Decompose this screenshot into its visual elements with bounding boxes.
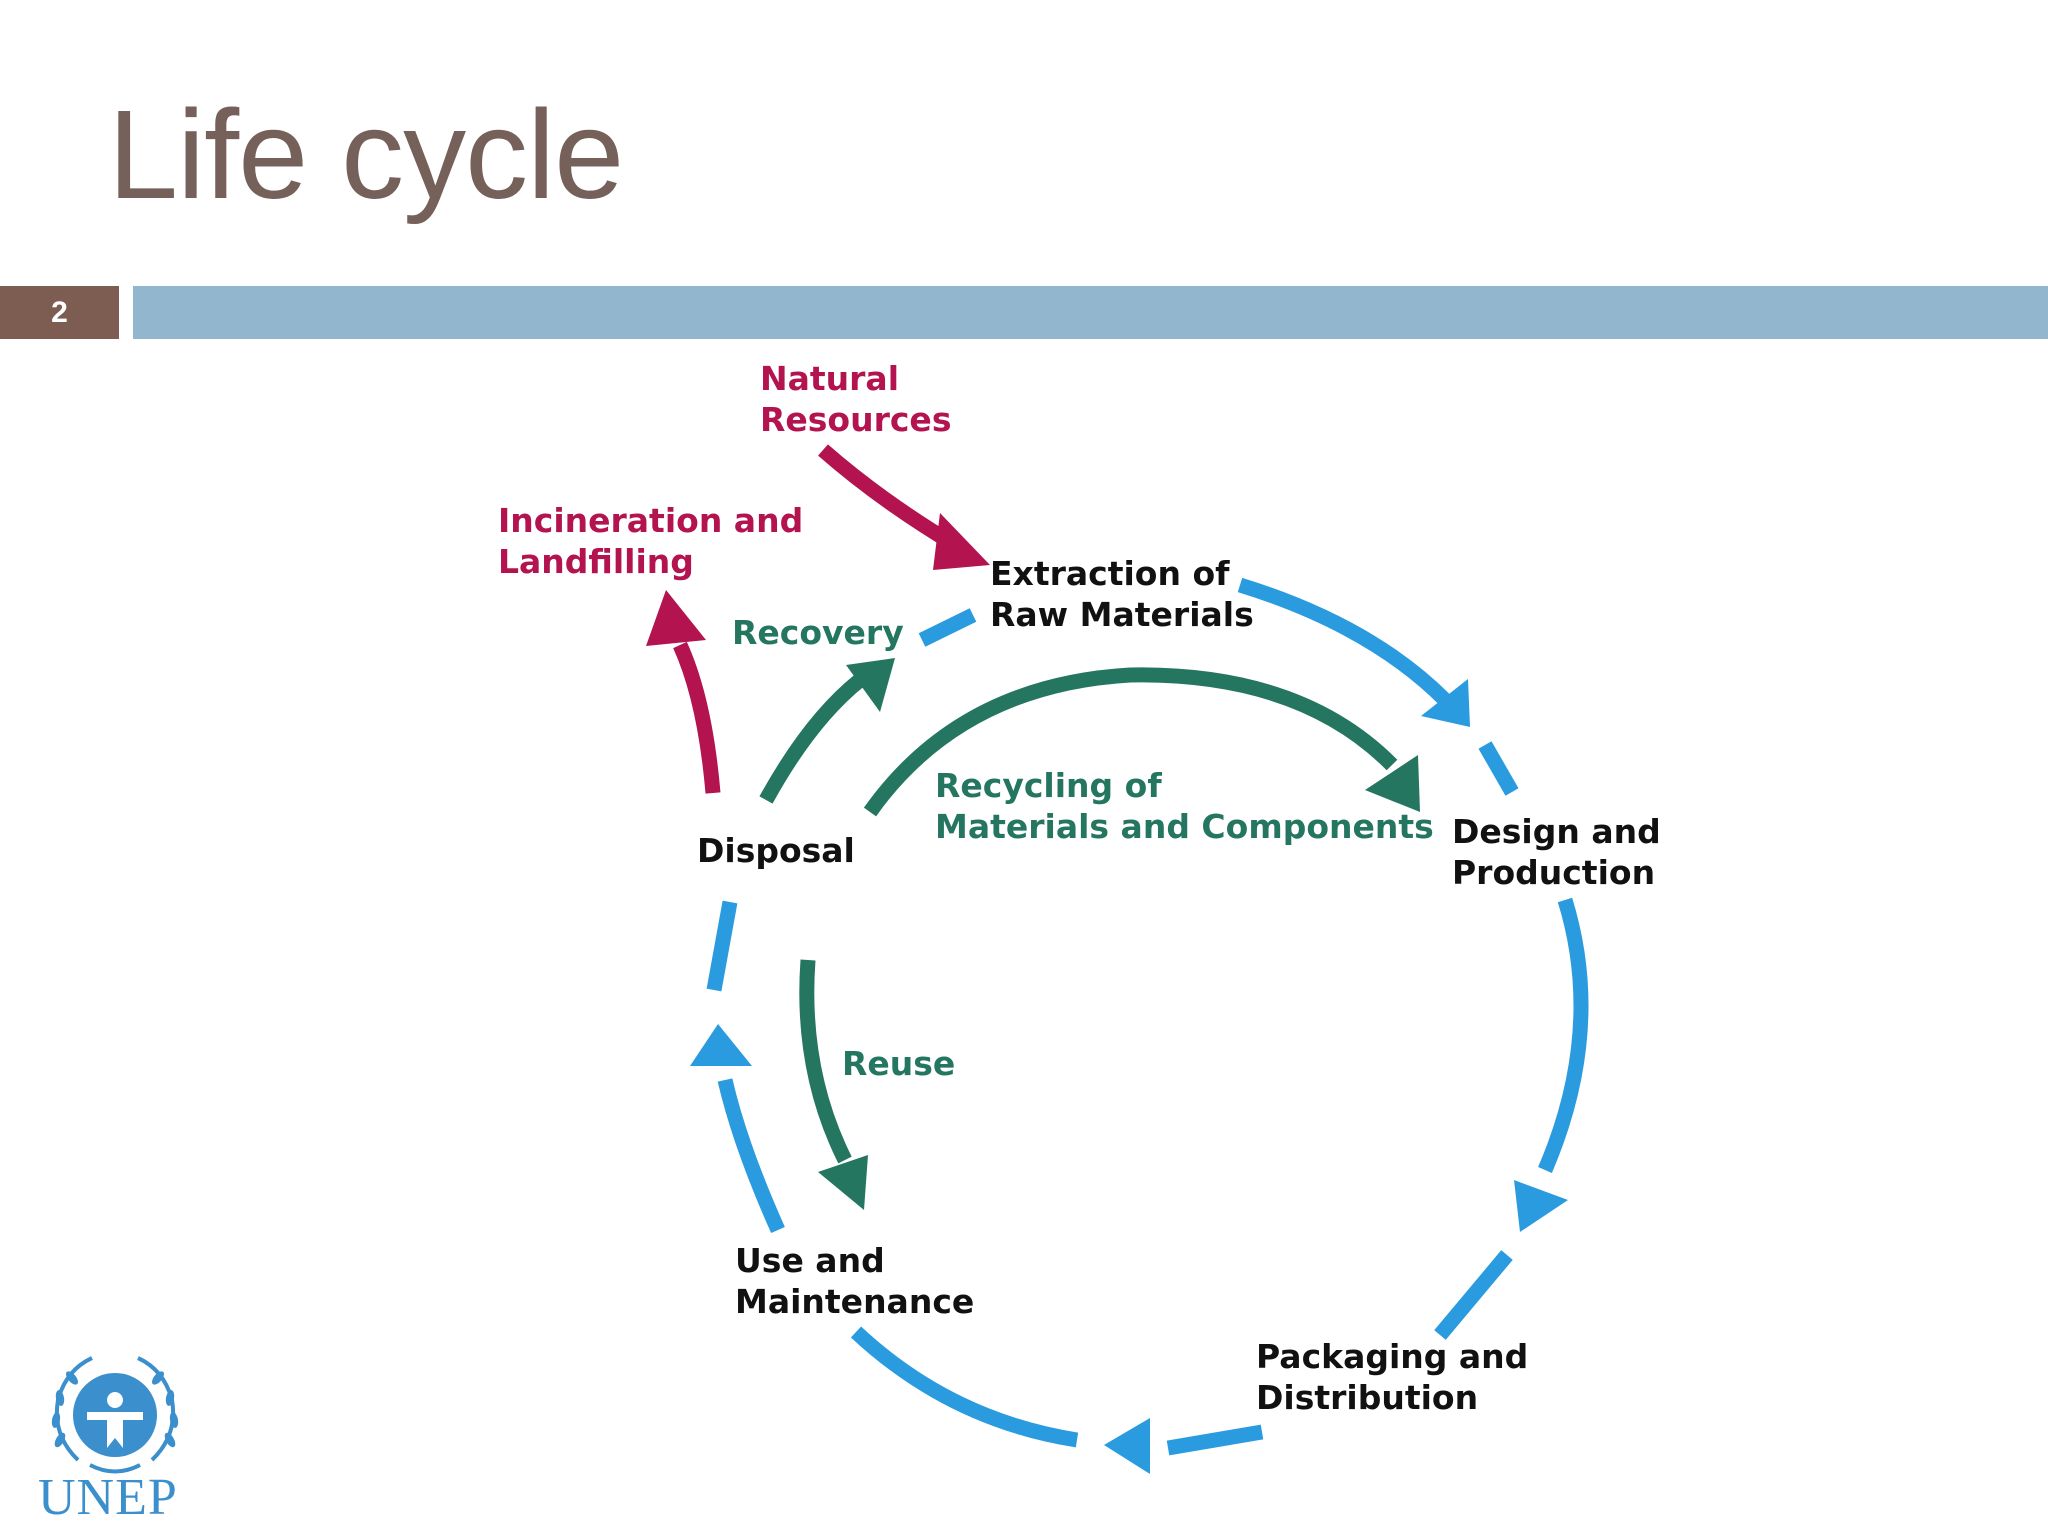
slide-title: Life cycle: [108, 84, 624, 225]
cycle-arc-packaging-to-use: [1166, 1424, 1264, 1456]
recycling-arrowhead: [1365, 755, 1420, 812]
label-natural-resources: Natural Resources: [760, 359, 951, 439]
cycle-arrowheads: [690, 679, 1568, 1474]
arrowhead-to-use: [1104, 1418, 1150, 1474]
incineration-arrow-shaft: [673, 641, 721, 794]
stage-label-extraction: Extraction of Raw Materials: [990, 554, 1254, 634]
cycle-dash-recovery-to-extraction: [918, 608, 977, 647]
label-recycling: Recycling of Materials and Components: [935, 766, 1434, 846]
recovery-arrowhead: [846, 658, 895, 712]
loop-arrows: [759, 658, 1420, 1210]
cycle-dash-disposal-bottom: [706, 900, 738, 992]
arrowhead-to-design: [1421, 679, 1470, 727]
unep-logo-text: UNEP: [38, 1469, 178, 1526]
cycle-arc-design-to-packaging: [1538, 897, 1589, 1173]
natural-resources-arrowhead: [933, 513, 990, 570]
cycle-dash-packaging-top: [1434, 1250, 1513, 1340]
arrowhead-to-packaging: [1514, 1180, 1568, 1232]
cycle-arc-bottom: [850, 1326, 1079, 1448]
label-reuse: Reuse: [842, 1044, 955, 1083]
header-bar: [133, 286, 2048, 339]
reuse-arrow-shaft: [799, 959, 852, 1164]
cycle-arc-extraction-to-design: [1237, 577, 1451, 706]
un-laurel-emblem-icon: [51, 1356, 179, 1474]
recovery-arrow-shaft: [759, 674, 865, 804]
label-incineration-landfilling: Incineration and Landfilling: [498, 501, 815, 581]
recycling-arrow-shaft: [863, 667, 1398, 817]
cycle-arrows: [706, 577, 1589, 1456]
stage-label-disposal: Disposal: [697, 831, 855, 870]
page-number: 2: [0, 286, 119, 339]
stage-label-design: Design and Production: [1452, 812, 1672, 892]
cycle-arc-use-to-disposal: [717, 1078, 785, 1234]
incineration-arrowhead: [646, 590, 706, 646]
input-output-arrows: [646, 444, 990, 794]
stage-label-use: Use and Maintenance: [735, 1241, 974, 1321]
cycle-dash-design-top: [1478, 741, 1519, 796]
label-recovery: Recovery: [732, 613, 904, 652]
arrowhead-to-disposal: [690, 1024, 752, 1066]
natural-resources-arrow-shaft: [818, 444, 959, 552]
reuse-arrowhead: [818, 1155, 868, 1210]
stage-label-packaging: Packaging and Distribution: [1256, 1337, 1540, 1417]
